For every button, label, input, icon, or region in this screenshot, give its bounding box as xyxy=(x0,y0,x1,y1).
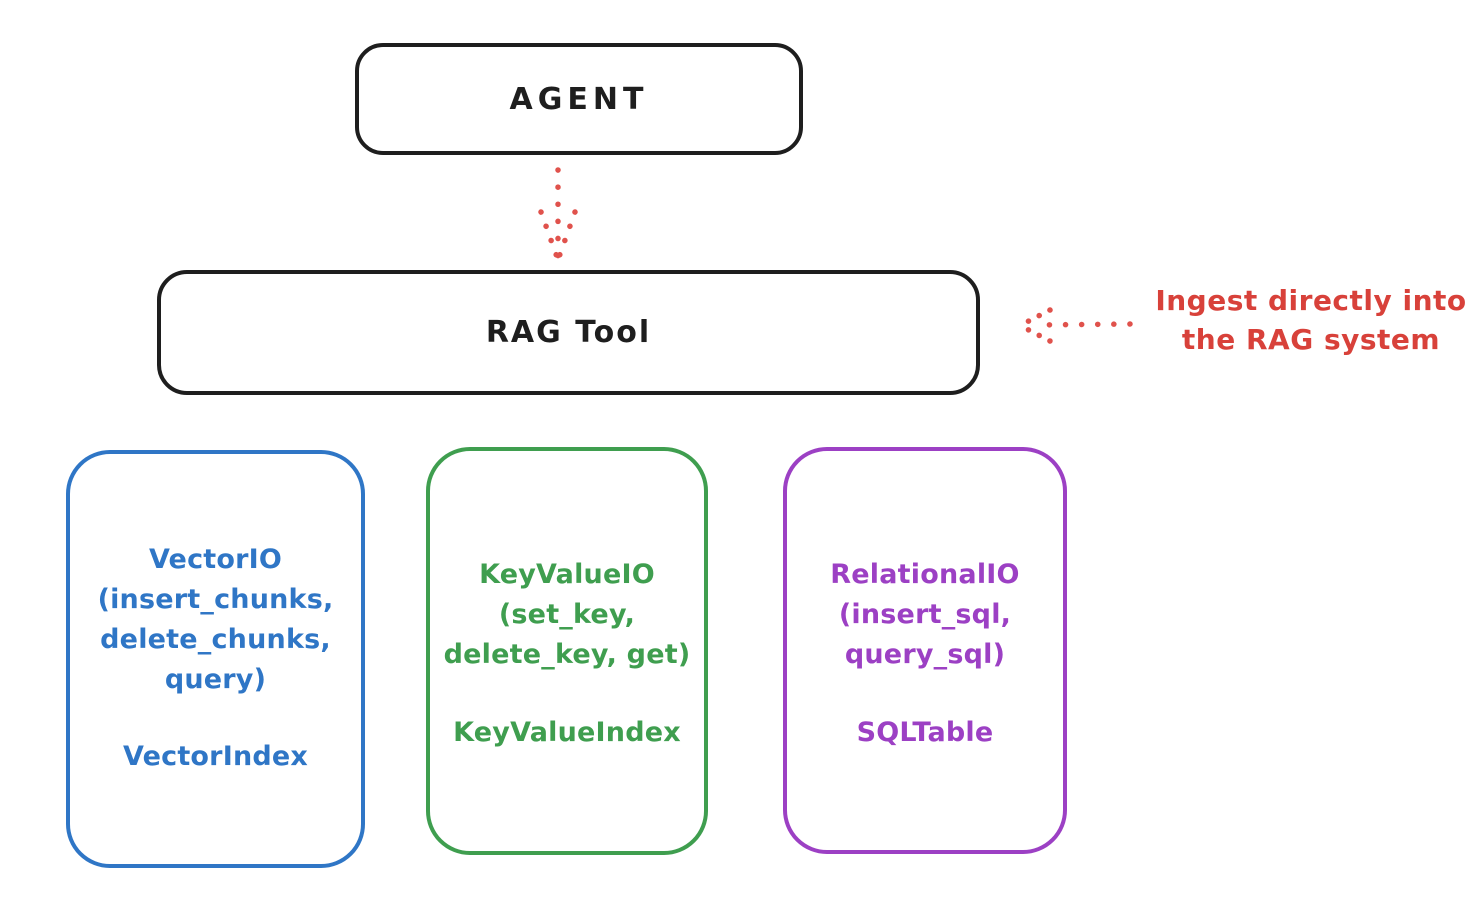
keyvalue-io-title: KeyValueIO (set_key, delete_key, get) xyxy=(430,451,704,675)
vector-index-label: VectorIndex xyxy=(122,741,309,772)
relational-io-title-line: RelationalIO xyxy=(830,559,1020,590)
ingest-annotation-line2: the RAG system xyxy=(1181,323,1441,356)
keyvalue-io-title-line: delete_key, get) xyxy=(443,639,691,670)
keyvalue-io-box: KeyValueIO (set_key, delete_key, get) Ke… xyxy=(426,447,708,855)
dotted-arrow-down-icon xyxy=(538,167,578,260)
ingest-annotation: Ingest directly into the RAG system xyxy=(1138,281,1484,359)
relational-io-box: RelationalIO (insert_sql, query_sql) SQL… xyxy=(783,447,1067,854)
vector-io-title: VectorIO (insert_chunks, delete_chunks, … xyxy=(70,454,361,700)
relational-io-title-line: (insert_sql, xyxy=(838,599,1012,630)
dotted-arrow-left-icon xyxy=(1018,307,1133,344)
relational-io-title-line: query_sql) xyxy=(844,639,1006,670)
rag-tool-box: RAG Tool xyxy=(157,270,980,395)
agent-label: AGENT xyxy=(509,81,649,117)
vector-io-title-line: delete_chunks, xyxy=(100,624,331,655)
agent-box: AGENT xyxy=(355,43,803,155)
vector-io-title-line: VectorIO xyxy=(148,544,283,575)
vector-io-title-line: (insert_chunks, xyxy=(97,584,334,615)
keyvalue-io-title-line: KeyValueIO xyxy=(479,559,655,590)
relational-io-title: RelationalIO (insert_sql, query_sql) xyxy=(787,451,1063,675)
keyvalue-io-title-line: (set_key, xyxy=(498,599,636,630)
sql-table-label: SQLTable xyxy=(856,717,994,748)
rag-tool-label: RAG Tool xyxy=(485,315,652,350)
keyvalue-index-label: KeyValueIndex xyxy=(453,717,681,748)
ingest-annotation-line1: Ingest directly into xyxy=(1155,284,1467,317)
vector-io-title-line: query) xyxy=(164,664,267,695)
vector-io-box: VectorIO (insert_chunks, delete_chunks, … xyxy=(66,450,365,868)
